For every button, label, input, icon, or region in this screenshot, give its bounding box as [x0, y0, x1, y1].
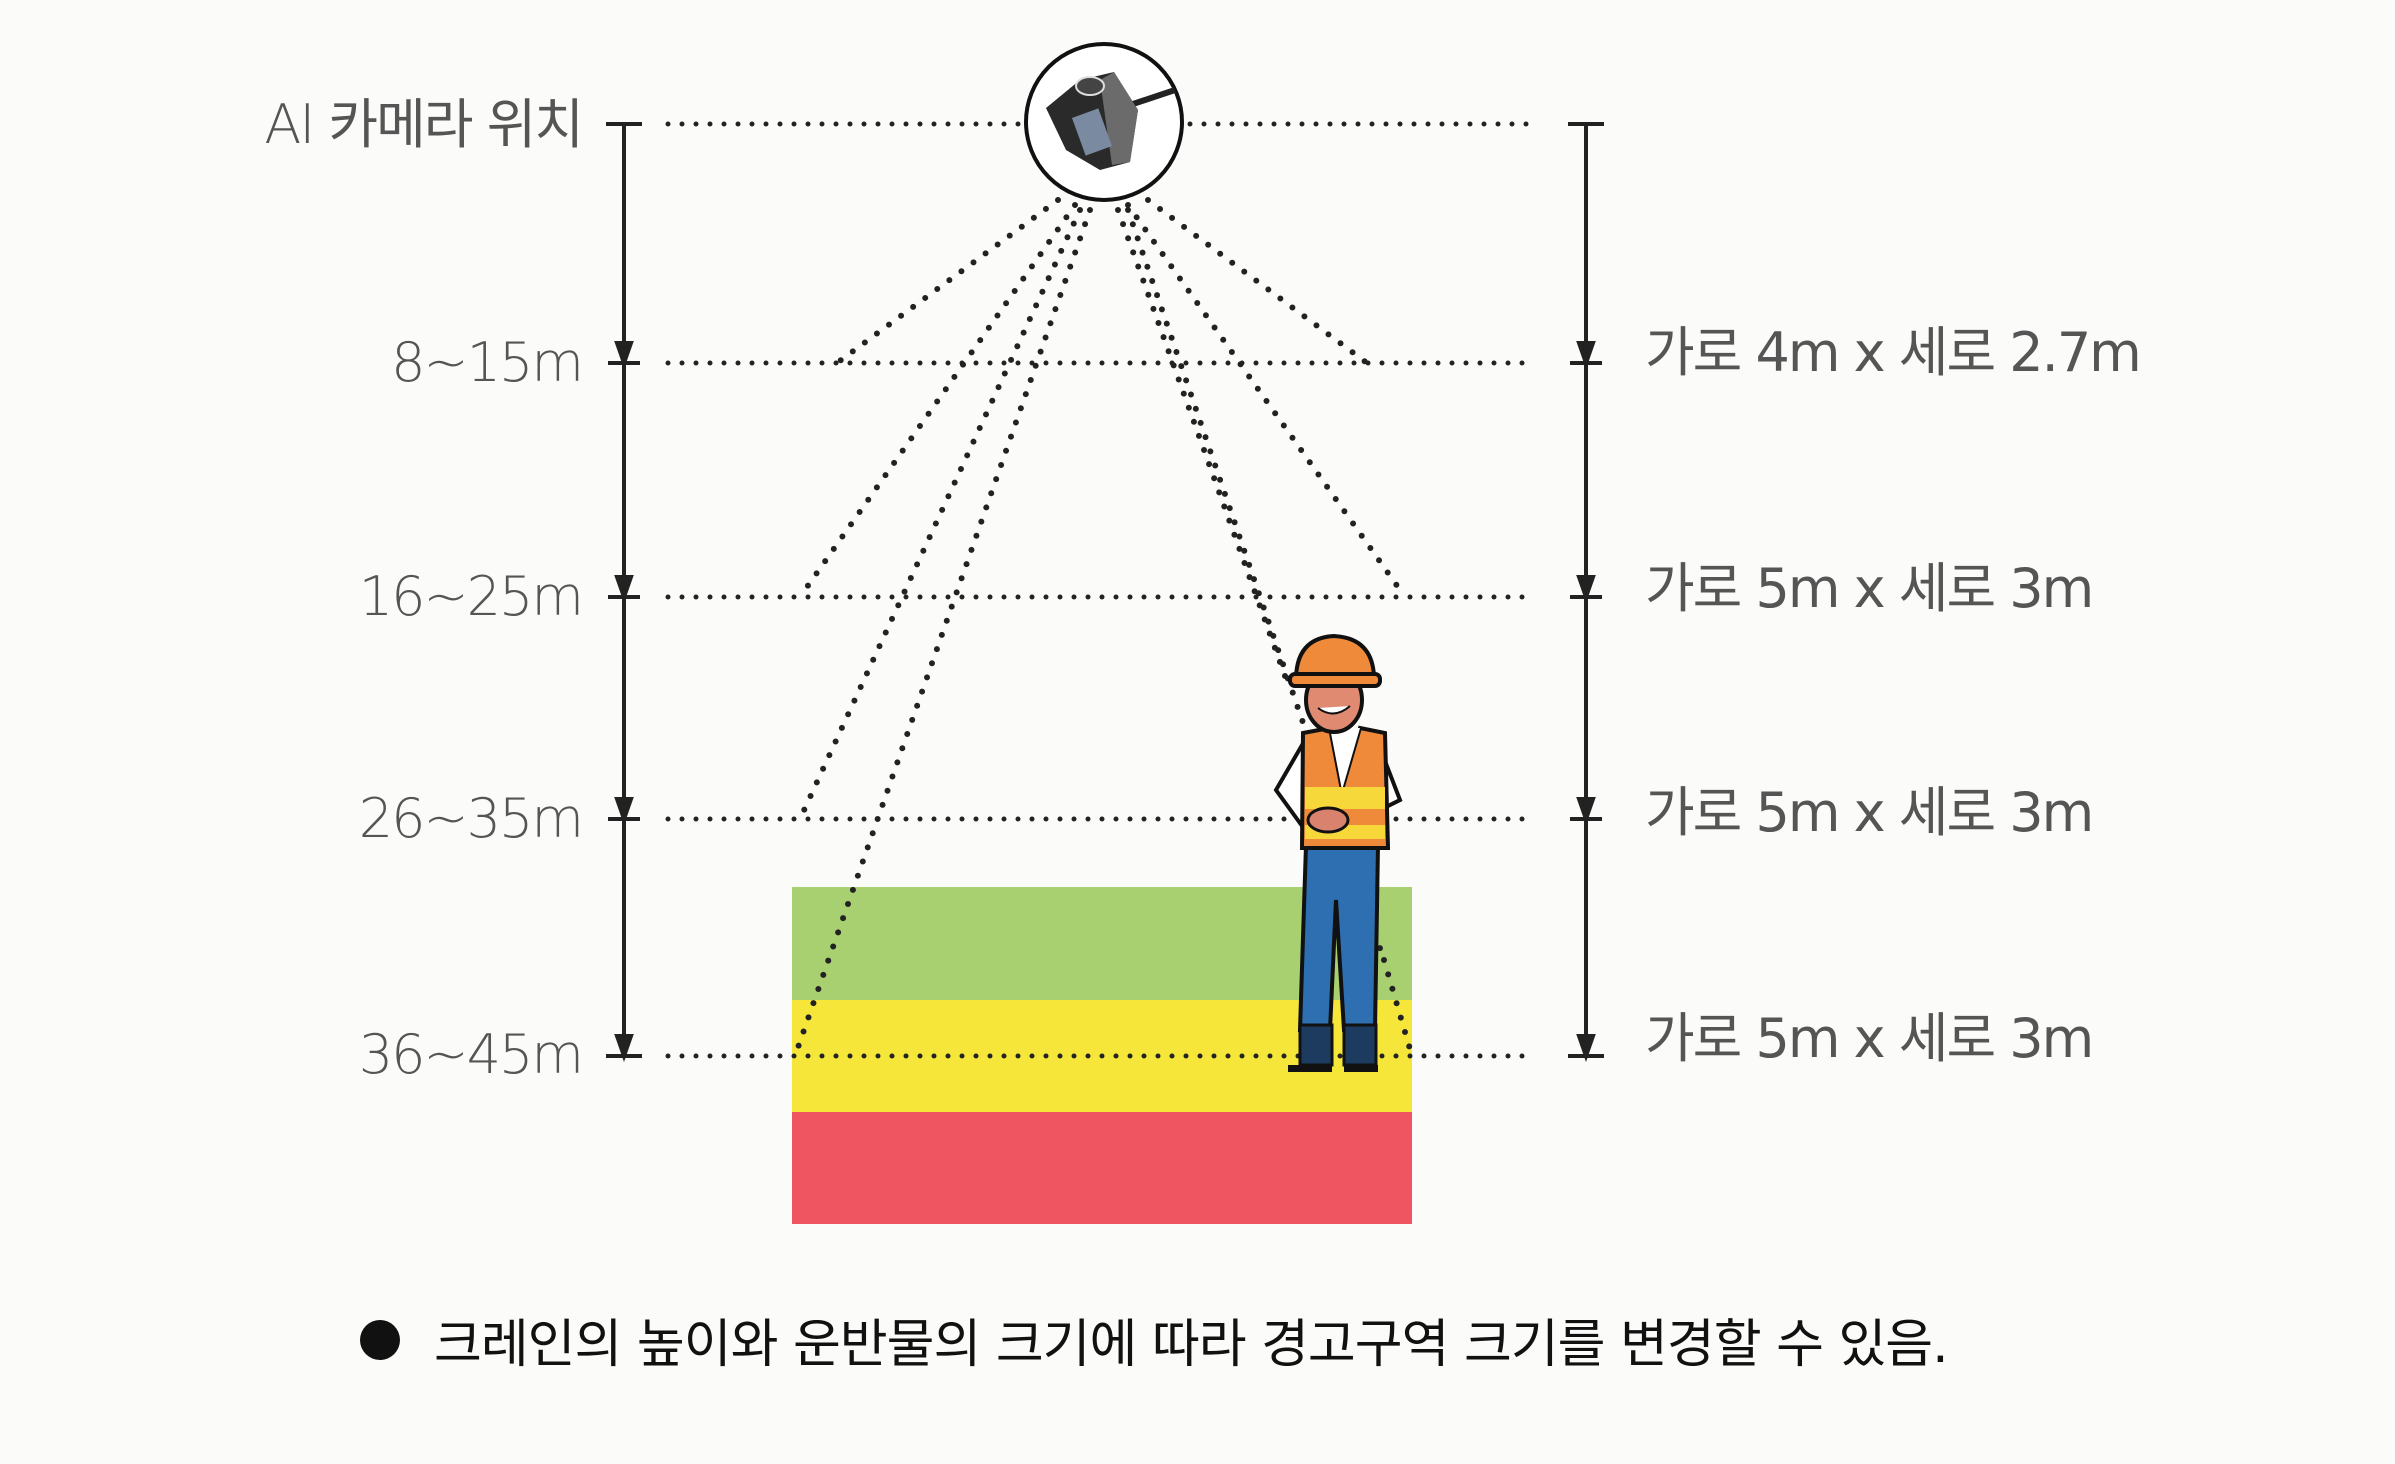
camera-position-label: AI 카메라 위치	[264, 93, 584, 156]
zone-danger-red	[792, 1112, 1412, 1224]
footnote-text: 크레인의 높이와 운반물의 크기에 따라 경고구역 크기를 변경할 수 있음.	[434, 1315, 1949, 1375]
height-label-1: 8~15m	[391, 331, 584, 394]
footnote: 크레인의 높이와 운반물의 크기에 따라 경고구역 크기를 변경할 수 있음.	[360, 1302, 1949, 1377]
height-label-2: 16~25m	[358, 565, 584, 628]
zone-size-label-3: 가로 5m x 세로 3m	[1645, 781, 2094, 844]
construction-worker-icon	[1273, 633, 1403, 1072]
right-size-axis	[1568, 122, 1604, 1063]
height-label-3: 26~35m	[358, 787, 584, 850]
cctv-camera-icon	[1024, 42, 1184, 202]
zone-size-label-2: 가로 5m x 세로 3m	[1645, 557, 2094, 620]
left-height-axis	[606, 122, 642, 1063]
zone-size-label-4: 가로 5m x 세로 3m	[1645, 1007, 2094, 1070]
zone-size-label-1: 가로 4m x 세로 2.7m	[1645, 321, 2142, 384]
level-lines	[665, 121, 1538, 1059]
bullet-icon	[360, 1319, 400, 1360]
height-label-4: 36~45m	[358, 1023, 584, 1086]
